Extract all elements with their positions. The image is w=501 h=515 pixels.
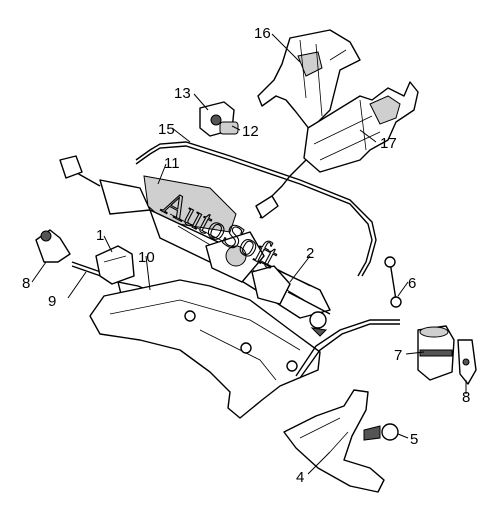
callout-14: 13 xyxy=(174,85,191,102)
small-bracket-part xyxy=(457,339,477,385)
callout-1: 1 xyxy=(96,227,104,244)
callout-7: 7 xyxy=(394,347,402,364)
callout-10: 9 xyxy=(48,293,56,310)
ball-joint-part xyxy=(363,423,399,441)
stabilizer-bar-part xyxy=(135,141,377,277)
callout-17: 17 xyxy=(380,135,397,152)
callout-5: 5 xyxy=(410,431,418,448)
callout-12: 11 xyxy=(164,155,180,172)
callout-16: 16 xyxy=(254,25,271,42)
callout-9: 8 xyxy=(22,275,30,292)
callout-2: 2 xyxy=(306,245,314,262)
callout-6: 6 xyxy=(408,275,416,292)
steering-column-part xyxy=(255,81,419,219)
rack-mount-bracket-part xyxy=(95,245,135,285)
tie-rod-end-left-part xyxy=(35,229,71,263)
callout-15: 15 xyxy=(158,121,175,138)
bushing-clamp-part xyxy=(199,101,239,137)
leader-lines xyxy=(31,33,467,475)
steering-rack-part xyxy=(59,155,331,319)
mount-bushing-part xyxy=(417,325,455,381)
callout-13: 12 xyxy=(242,123,259,140)
lower-control-arm-part xyxy=(283,389,385,493)
stabilizer-rear-part xyxy=(295,319,400,379)
subframe-part xyxy=(89,279,321,419)
callout-8: 8 xyxy=(462,389,470,406)
callout-11: 10 xyxy=(138,249,155,266)
tie-rod-end-right-part xyxy=(287,291,331,337)
stabilizer-link-part xyxy=(384,256,402,308)
pedal-bracket-part xyxy=(257,29,361,131)
callout-4: 4 xyxy=(296,469,304,486)
